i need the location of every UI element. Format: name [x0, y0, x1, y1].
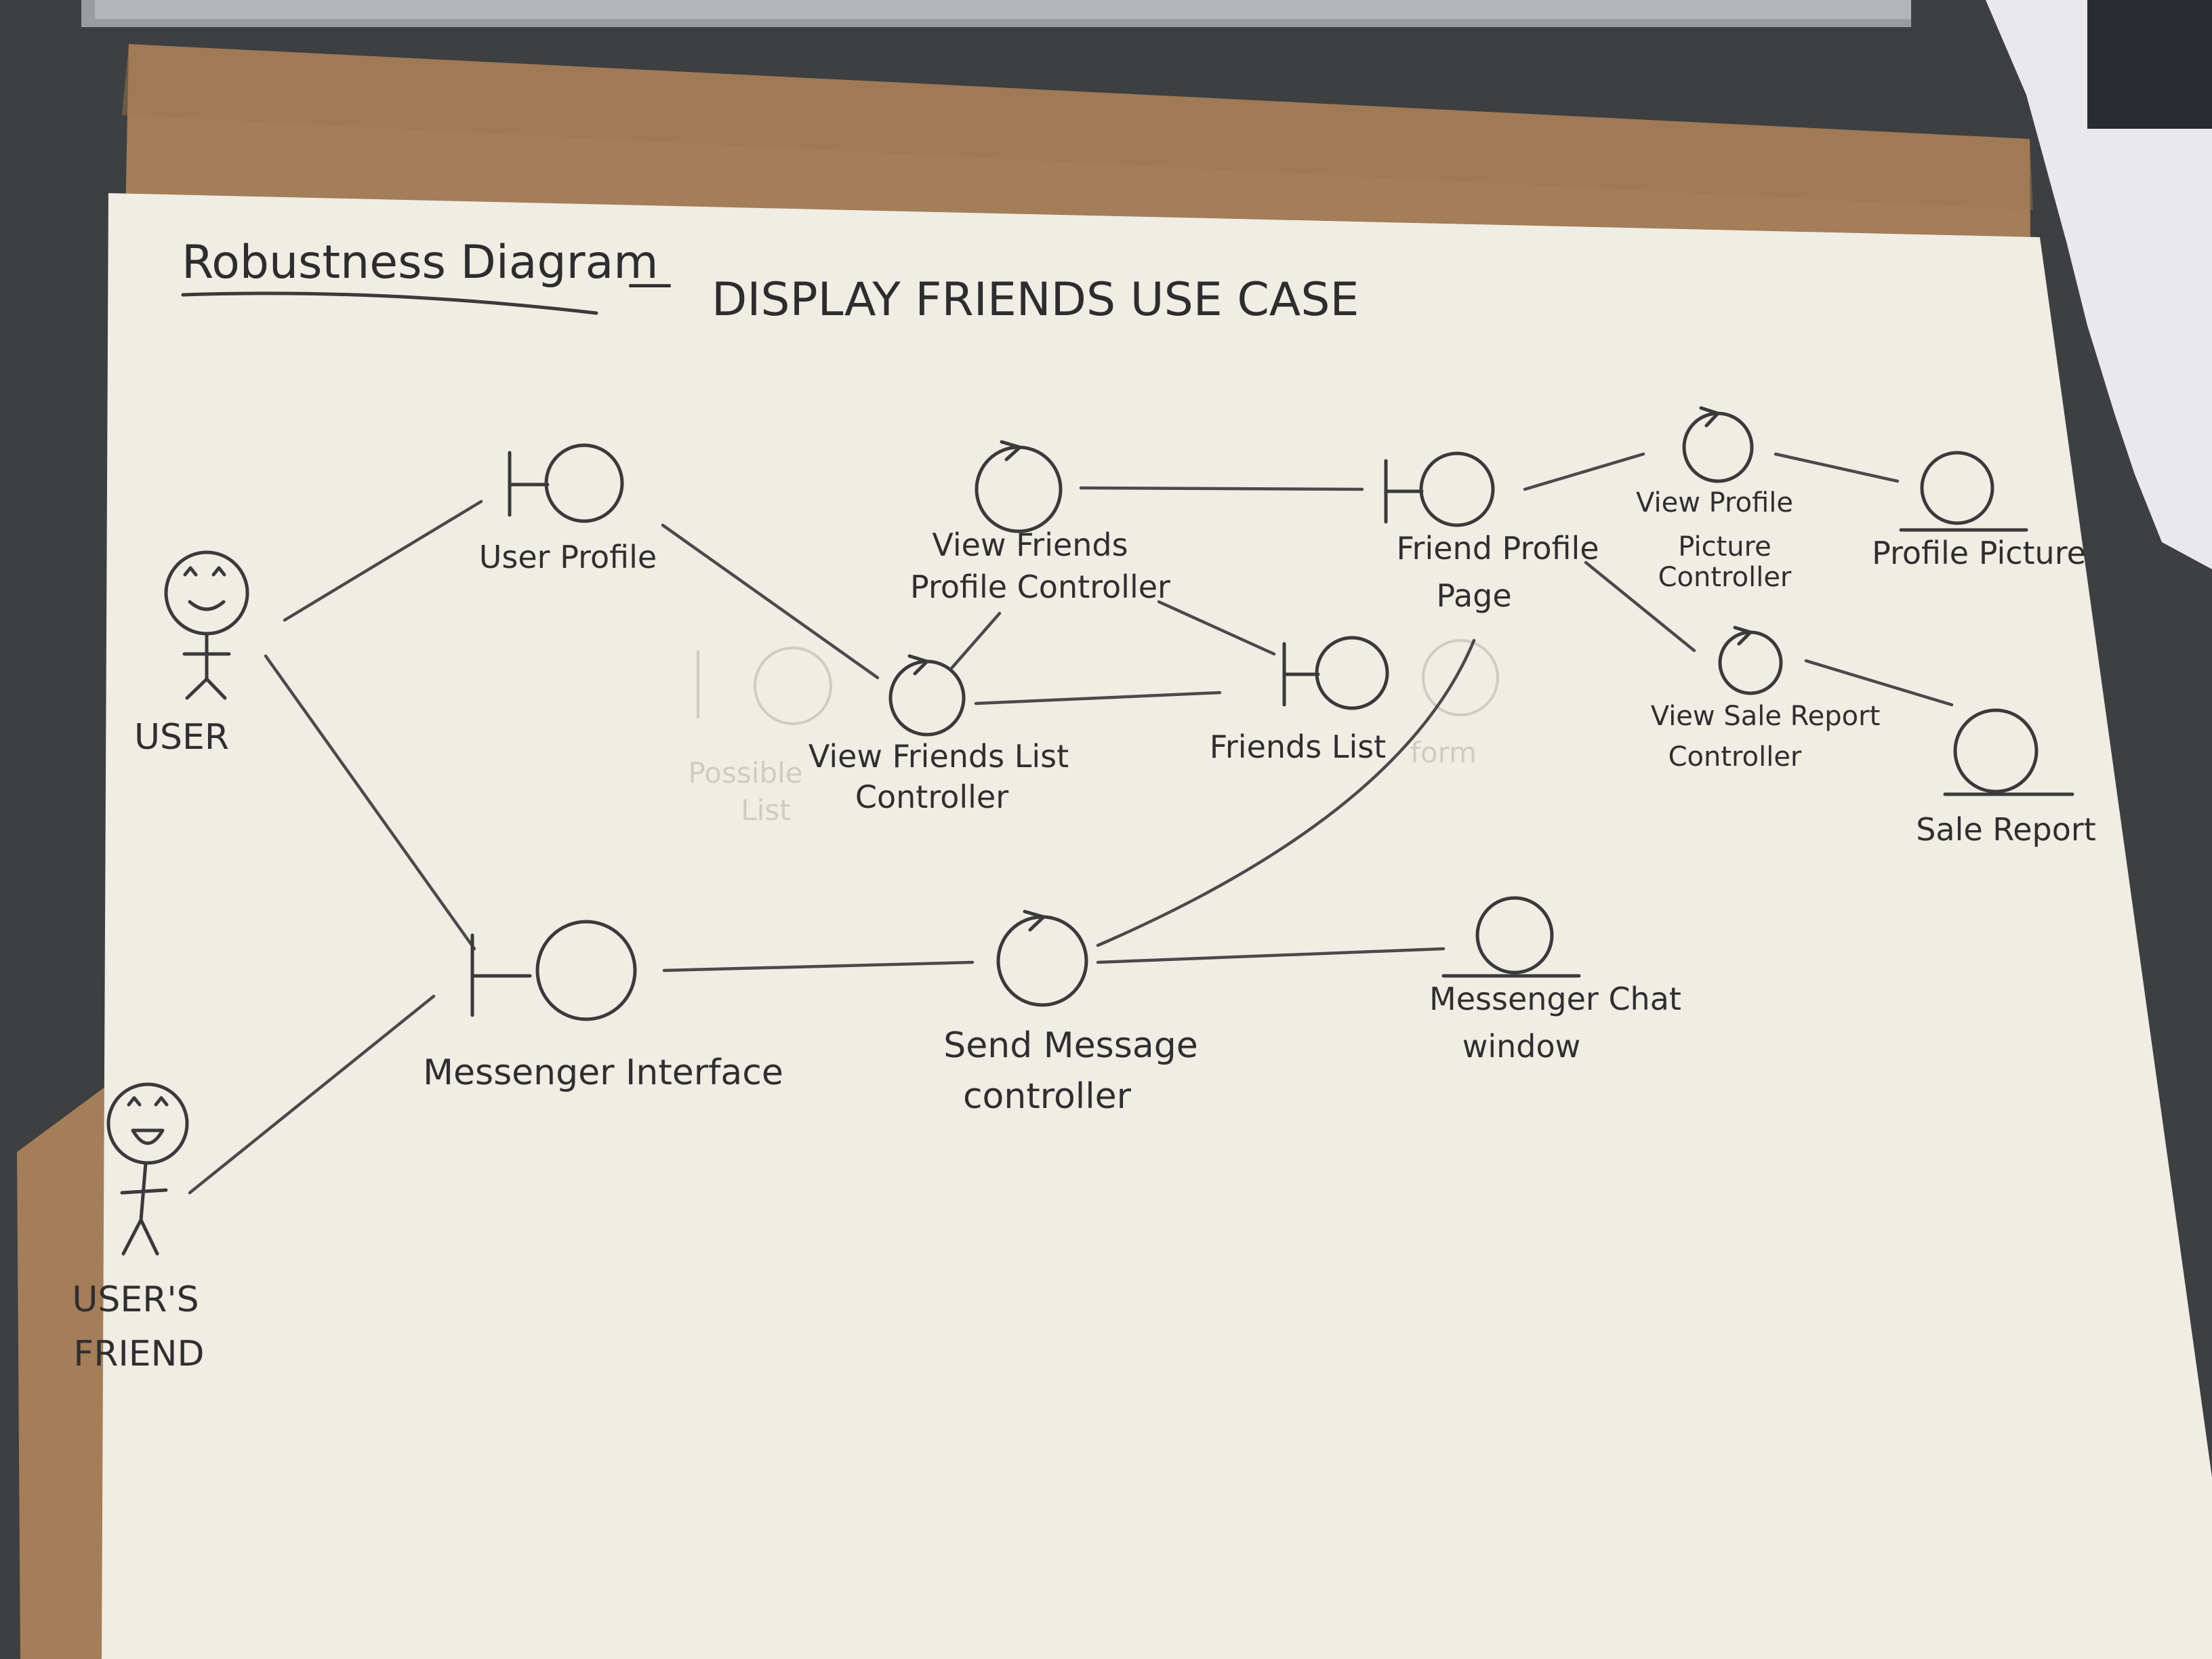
entity-messenger-chat-window: Messenger Chat window: [1429, 896, 1681, 1065]
conn-userprofile-vflc: [661, 523, 880, 680]
conn-messenger-sendmsg: [662, 960, 975, 972]
conn-friendprofile-vsrc: [1584, 560, 1696, 653]
conn-friend-messenger: [188, 994, 436, 1195]
vppc-label-1: View Profile: [1636, 487, 1793, 518]
user-eyes: [183, 566, 226, 577]
chat-window-label-2: window: [1462, 1028, 1581, 1065]
actor-friend-label-2: FRIEND: [73, 1334, 204, 1374]
connections: [188, 452, 1954, 1195]
friend-profile-label-1: Friend Profile: [1396, 530, 1599, 567]
boundary-friend-profile-page: Friend Profile Page: [1384, 451, 1599, 614]
controller-view-friends-profile: View Friends Profile Controller: [910, 440, 1170, 605]
boundary-messenger-interface: Messenger Interface: [423, 920, 783, 1093]
vsrc-label-1: View Sale Report: [1651, 701, 1881, 732]
conn-user-messenger: [264, 654, 476, 951]
conn-sendmsg-friendprofile: [1096, 638, 1476, 947]
title-underline: [181, 291, 598, 315]
friend-eyes: [127, 1096, 169, 1107]
conn-friendprofile-vppc: [1523, 452, 1645, 491]
svg-text:form: form: [1410, 736, 1477, 769]
vfpc-label-1: View Friends: [932, 527, 1128, 563]
profile-picture-label: Profile Picture: [1872, 535, 2086, 571]
controller-view-friends-list: View Friends List Controller: [808, 654, 1069, 815]
title-part-2: DISPLAY FRIENDS USE CASE: [712, 273, 1359, 327]
user-profile-label: User Profile: [479, 539, 657, 575]
friend-laugh: [131, 1128, 165, 1145]
title-part-1: Robustness Diagram: [182, 236, 659, 289]
boundary-user-profile: User Profile: [479, 443, 657, 575]
boundary-friends-list: Friends List: [1210, 636, 1389, 765]
vsrc-label-2: Controller: [1668, 741, 1802, 773]
erased-sketch-marks: Possible List form: [688, 639, 1499, 827]
conn-sendmsg-chatwindow: [1096, 947, 1446, 964]
entity-profile-picture: Profile Picture: [1872, 451, 2086, 571]
conn-vflc-friendslist: [974, 691, 1222, 705]
actor-user: USER: [134, 550, 249, 758]
chat-window-label-1: Messenger Chat: [1429, 981, 1681, 1017]
controller-send-message: Send Message controller: [943, 909, 1198, 1117]
conn-vfpc-vflc: [950, 611, 1002, 670]
entity-sale-report: Sale Report: [1916, 708, 2096, 848]
controller-view-sale-report: View Sale Report Controller: [1651, 626, 1881, 773]
svg-text:List: List: [741, 794, 790, 827]
svg-text:Possible: Possible: [688, 756, 802, 790]
friend-profile-label-2: Page: [1436, 577, 1511, 614]
conn-vppc-profilepicture: [1774, 452, 1900, 483]
vppc-label-3: Controller: [1658, 562, 1792, 593]
clipboard-shadow: [122, 44, 2033, 210]
user-smile: [188, 600, 226, 611]
paper-sheet: [102, 193, 2212, 1659]
controller-view-profile-picture: View Profile Picture Controller: [1636, 406, 1793, 593]
diagram-title: Robustness Diagram — DISPLAY FRIENDS USE…: [181, 236, 1359, 327]
sale-report-label: Sale Report: [1916, 811, 2096, 848]
vflc-label-2: Controller: [855, 779, 1008, 815]
friends-list-label: Friends List: [1210, 729, 1386, 765]
send-message-label-1: Send Message: [943, 1025, 1197, 1066]
vfpc-label-2: Profile Controller: [910, 569, 1170, 605]
conn-vfpc-friendprofile: [1079, 486, 1364, 491]
pen-object: [2087, 0, 2212, 129]
actor-user-label: USER: [134, 717, 229, 758]
vflc-label-1: View Friends List: [808, 738, 1069, 775]
actor-friend-label-1: USER'S: [72, 1279, 199, 1320]
actor-users-friend: USER'S FRIEND: [72, 1082, 205, 1374]
conn-vsrc-salereport: [1804, 659, 1954, 707]
title-dash: —: [627, 256, 673, 310]
messenger-interface-label: Messenger Interface: [423, 1052, 783, 1093]
vppc-label-2: Picture: [1678, 531, 1771, 562]
send-message-label-2: controller: [963, 1076, 1132, 1117]
laptop-body: [95, 0, 1911, 19]
conn-user-userprofile: [283, 499, 483, 622]
notebook-page: [1986, 0, 2212, 569]
conn-vfpc-friendslist: [1157, 600, 1276, 656]
